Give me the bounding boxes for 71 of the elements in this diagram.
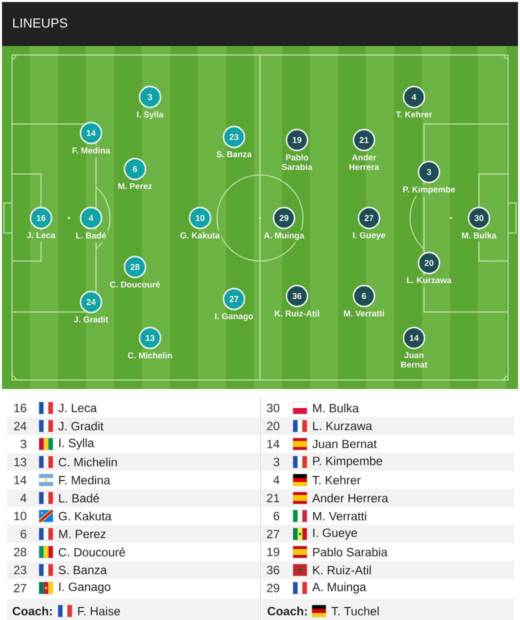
player-name: Pablo Sarabia	[313, 548, 388, 556]
player-name: S. Banza	[214, 150, 254, 161]
shirt-number: 28	[14, 548, 26, 556]
player-name: C. Michelin	[126, 350, 174, 362]
player-name: J. Leca	[58, 404, 97, 412]
player-name: Juan Bernat	[396, 350, 432, 372]
player-name: G. Kakuta	[178, 230, 222, 242]
player-name: C. Doucouré	[108, 280, 162, 291]
player-name: F. Medina	[70, 146, 112, 157]
player-name: T. Kehrer	[394, 110, 434, 121]
player-name: I. Gueye	[313, 528, 357, 540]
player-name: T. Kehrer	[312, 476, 361, 484]
shirt-number: 6	[274, 512, 280, 520]
player-name: Juan Bernat	[312, 440, 377, 448]
player-name: L. Kurzawa	[313, 422, 372, 430]
player-name: A. Muinga	[312, 582, 366, 594]
shirt-number: 27	[14, 584, 26, 592]
shirt-number: 14	[14, 476, 26, 484]
shirt-number: 24	[14, 422, 26, 430]
shirt-number: 20	[267, 422, 280, 430]
shirt-number: 30	[266, 404, 280, 412]
player-name: J. Gradit	[72, 314, 110, 326]
player-name: J. Leca	[25, 230, 57, 242]
player-name: M. Perez	[116, 182, 154, 193]
player-name: J. Gradit	[58, 422, 104, 430]
player-name: L. Badé	[59, 494, 99, 502]
player-name: Ander Herrera	[342, 152, 386, 174]
shirt-number: 16	[14, 404, 26, 412]
player-name: M. Bulka	[460, 230, 498, 242]
player-name: F. Medina	[59, 476, 110, 484]
player-name: L. Badé	[74, 230, 108, 242]
title: LINEUPS	[13, 18, 68, 28]
shirt-number: 29	[267, 584, 280, 592]
shirt-number: 21	[267, 494, 280, 502]
shirt-number: 4	[273, 476, 280, 484]
player-name: P. Kimpembe	[313, 456, 382, 468]
player-name: M. Perez	[59, 530, 106, 538]
shirt-number: 3	[20, 440, 26, 448]
coach-label: Coach:	[12, 606, 52, 616]
shirt-number: 19	[267, 548, 280, 556]
player-name: I. Sylla	[135, 110, 165, 121]
coach-name: F. Haise	[78, 606, 120, 616]
player-name: M. Verratti	[342, 308, 386, 320]
shirt-number: 27	[267, 530, 280, 538]
player-name: I. Sylla	[59, 438, 94, 450]
player-name: C. Michelin	[58, 458, 117, 466]
shirt-number: 36	[266, 566, 280, 574]
shirt-number: 6	[20, 530, 26, 538]
player-name: G. Kakuta	[58, 512, 112, 520]
player-name: M. Bulka	[313, 404, 359, 412]
shirt-number: 4	[20, 494, 26, 502]
player-name: I. Ganago	[59, 582, 110, 594]
shirt-number: 10	[14, 512, 26, 520]
coach-label: Coach:	[268, 606, 307, 616]
player-name: S. Banza	[58, 566, 107, 574]
player-name: I. Gueye	[350, 230, 388, 242]
shirt-number: 13	[14, 458, 26, 466]
shirt-number: 14	[267, 440, 280, 448]
player-name: P. Kimpembe	[400, 184, 458, 196]
player-name: M. Verratti	[313, 512, 366, 520]
shirt-number: 3	[274, 458, 280, 466]
shirt-number: 23	[14, 566, 26, 574]
player-name: Pablo Sarabia	[276, 152, 318, 174]
player-name: Ander Herrera	[312, 494, 388, 502]
player-name: K. Ruiz-Atil	[272, 308, 322, 320]
coach-name: T. Tuchel	[331, 606, 379, 616]
player-name: C. Doucouré	[58, 548, 125, 556]
player-name: L. Kurzawa	[405, 276, 453, 287]
player-name: K. Ruiz-Atil	[313, 566, 371, 574]
player-name: A. Muinga	[262, 230, 306, 242]
player-name: I. Ganago	[213, 312, 255, 323]
